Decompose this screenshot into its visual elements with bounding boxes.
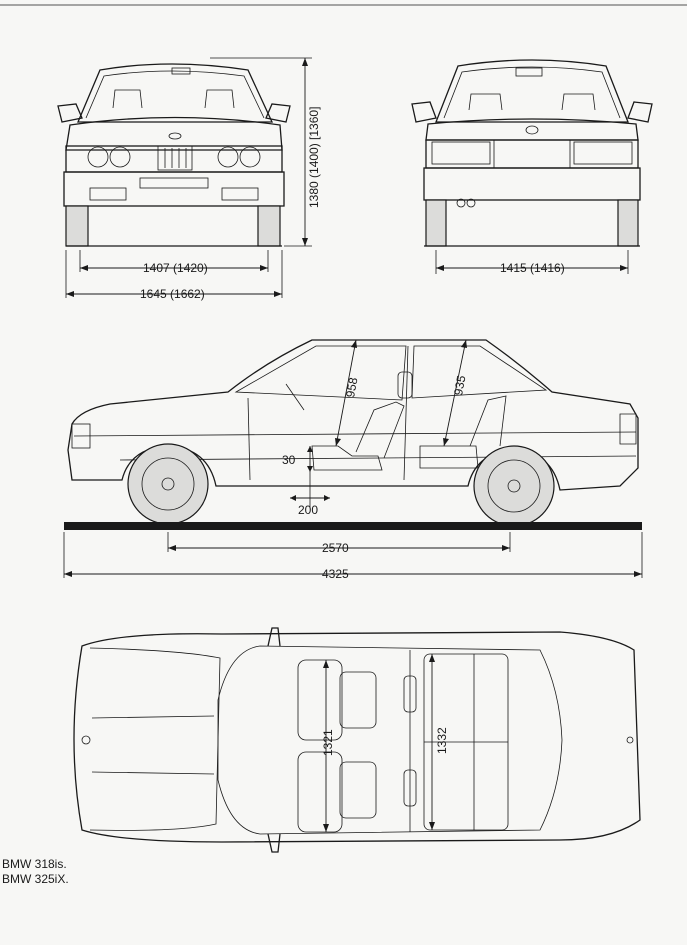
side-view [63,339,643,578]
front-view [57,57,312,298]
rear-wheel-icon [473,445,555,527]
length-label: 4325 [322,567,349,581]
rear-interior-width-label: 1332 [435,727,449,754]
front-headroom-label: 958 [343,376,360,398]
seat-height-label: 30 [282,453,296,467]
front-track-label: 1407 (1420) [143,261,208,275]
top-view [73,627,641,853]
seat-travel-label: 200 [298,503,318,517]
rear-view [411,59,653,274]
rear-headroom-label: 935 [451,374,468,396]
front-interior-width-label: 1321 [321,729,335,756]
model-caption-2: BMW 325iX. [2,872,69,886]
rear-headroom-dimension-line [443,339,467,447]
height-label: 1380 (1400) [1360] [307,107,321,208]
model-caption-1: BMW 318is. [2,857,67,871]
front-headroom-dimension-line [335,339,357,447]
rear-track-label: 1415 (1416) [500,261,565,275]
wheelbase-label: 2570 [322,541,349,555]
front-wheel-icon [127,443,209,525]
width-label: 1645 (1662) [140,287,205,301]
